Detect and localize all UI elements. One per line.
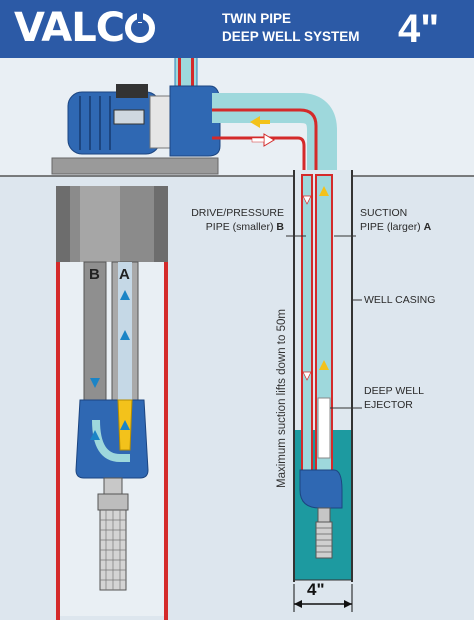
- max-suction-label: Maximum suction lifts down to 50m: [276, 309, 288, 488]
- detail-pipe-b-label: B: [89, 266, 100, 283]
- pump-housing: [169, 85, 221, 157]
- suction-pipe-letter: A: [423, 221, 432, 233]
- power-icon: [125, 10, 156, 43]
- drive-pipe-label-line2: PIPE (smaller): [205, 221, 274, 233]
- title-line-2: DEEP WELL SYSTEM: [222, 29, 360, 44]
- logo-text: VALC: [14, 5, 125, 51]
- drive-pipe-b: [301, 174, 313, 476]
- casing-diameter-label: 4": [307, 580, 325, 599]
- flow-arrow-left-icon: [250, 116, 260, 128]
- header-bar: [0, 0, 474, 58]
- pump-base: [51, 157, 219, 175]
- ejector-label: DEEP WELL EJECTOR: [364, 384, 424, 412]
- drive-pipe-label-line1: DRIVE/PRESSURE: [191, 207, 284, 219]
- motor-terminal-box: [116, 84, 148, 98]
- title-line-1: TWIN PIPE: [222, 11, 292, 26]
- deep-well-ejector: [317, 397, 331, 459]
- drive-pipe-label: DRIVE/PRESSURE PIPE (smaller) B: [184, 206, 284, 234]
- detail-pipe-b: [83, 261, 107, 413]
- suction-pipe-label: SUCTION PIPE (larger) A: [360, 206, 460, 234]
- suction-pipe-label-line1: SUCTION: [360, 207, 408, 219]
- detail-ejector-body: [75, 399, 149, 479]
- ejector-label-line2: EJECTOR: [364, 399, 413, 411]
- detail-pipe-a-label: A: [119, 266, 130, 283]
- suction-pipe-label-line2: PIPE (larger): [360, 221, 421, 233]
- ejector-label-line1: DEEP WELL: [364, 385, 424, 397]
- well-casing-label: WELL CASING: [364, 294, 436, 306]
- pipe-size-heading: 4": [398, 7, 440, 51]
- brand-logo: VALC: [14, 5, 156, 51]
- drive-pipe-letter: B: [276, 221, 284, 233]
